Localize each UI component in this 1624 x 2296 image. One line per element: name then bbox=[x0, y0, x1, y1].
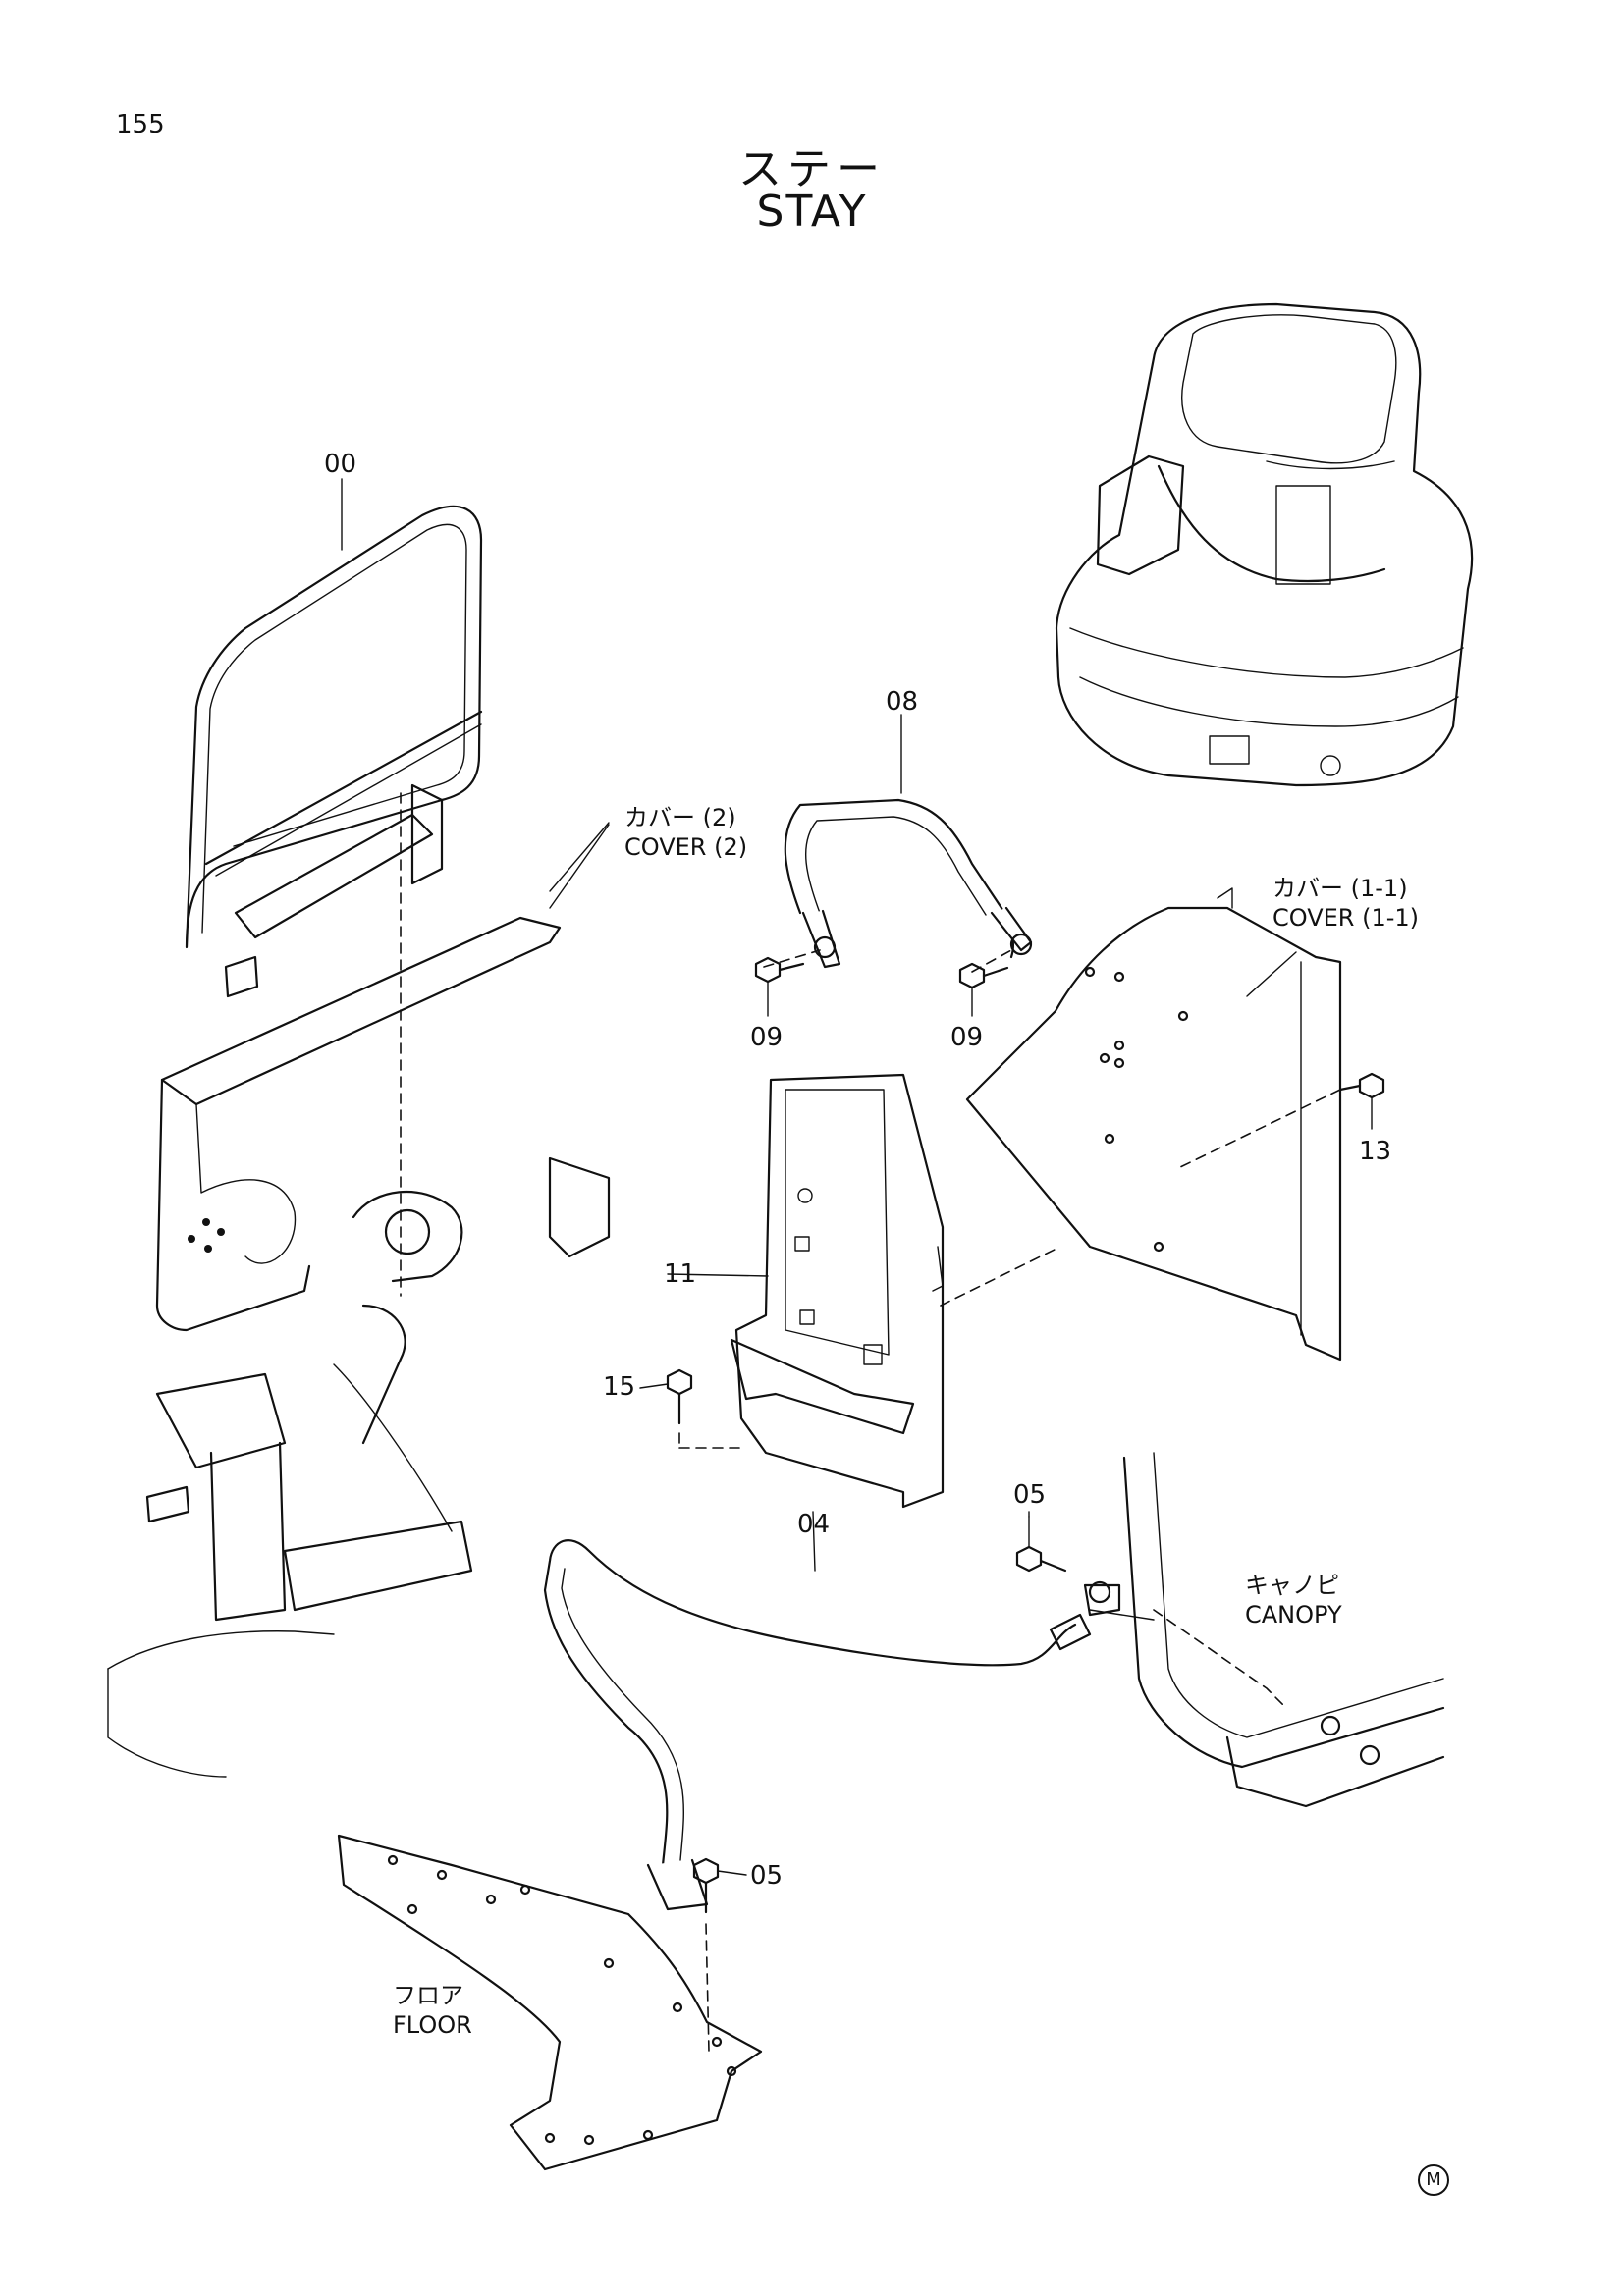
canopy-frame bbox=[1089, 1452, 1445, 1808]
part-04-long-stay bbox=[543, 1539, 1121, 1911]
cover-1-1-plate bbox=[965, 887, 1342, 1362]
bolt-15 bbox=[639, 1368, 747, 1449]
bolts-05 bbox=[692, 1516, 1067, 2053]
label-canopy-jp: キャノピ bbox=[1245, 1572, 1339, 1599]
leader-lines bbox=[341, 478, 1297, 1572]
callout-08: 08 bbox=[886, 687, 919, 717]
label-canopy-en: CANOPY bbox=[1245, 1601, 1342, 1629]
callout-00: 00 bbox=[324, 450, 357, 479]
callout-09-right: 09 bbox=[950, 1023, 984, 1052]
title-japanese: ステー bbox=[738, 144, 886, 194]
title-english: STAY bbox=[756, 187, 868, 237]
label-cover-1-1-jp: カバー (1-1) bbox=[1272, 875, 1408, 902]
label-canopy: キャノピ CANOPY bbox=[1245, 1571, 1342, 1629]
machine-overview-sketch bbox=[1055, 302, 1474, 787]
corner-mark: M bbox=[1418, 2164, 1449, 2196]
callout-04: 04 bbox=[797, 1510, 831, 1539]
callout-13: 13 bbox=[1359, 1137, 1392, 1166]
label-cover-2-en: COVER (2) bbox=[624, 833, 748, 861]
label-cover-1-1-en: COVER (1-1) bbox=[1272, 904, 1420, 932]
bolt-13 bbox=[1177, 1072, 1385, 1169]
label-floor: フロア FLOOR bbox=[393, 1981, 472, 2040]
callout-15: 15 bbox=[603, 1372, 636, 1402]
floor-plate bbox=[337, 1834, 763, 2171]
label-cover-2-jp: カバー (2) bbox=[624, 804, 736, 831]
bolts-09 bbox=[754, 956, 1009, 1017]
label-floor-jp: フロア bbox=[393, 1982, 463, 2009]
callout-09-left: 09 bbox=[750, 1023, 784, 1052]
label-floor-en: FLOOR bbox=[393, 2011, 472, 2039]
part-08-handrail bbox=[763, 798, 1033, 973]
callout-05-bottom: 05 bbox=[750, 1861, 784, 1891]
label-cover-1-1: カバー (1-1) COVER (1-1) bbox=[1272, 874, 1419, 933]
part-00-stay-frame bbox=[185, 505, 483, 1297]
part-11-bracket bbox=[667, 1073, 1061, 1509]
callout-11: 11 bbox=[664, 1259, 697, 1289]
callout-05-top: 05 bbox=[1013, 1480, 1047, 1510]
cover-2-plate bbox=[155, 916, 611, 1332]
page-number: 155 bbox=[116, 110, 165, 139]
support-frame bbox=[107, 1304, 473, 1778]
label-cover-2: カバー (2) COVER (2) bbox=[624, 803, 747, 862]
